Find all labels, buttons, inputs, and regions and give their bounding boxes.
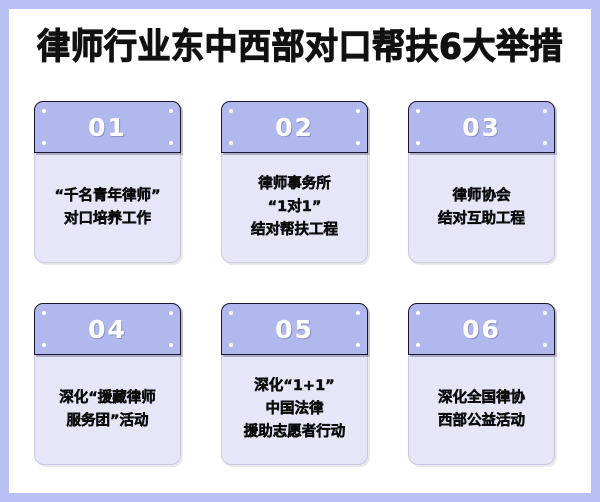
screw-dot-icon bbox=[229, 343, 233, 347]
measures-grid: 01 “千名青年律师” 对口培养工作 02 律师事务所 “1 bbox=[34, 101, 566, 465]
card-text-line: 援助志愿者行动 bbox=[243, 424, 346, 441]
screw-dot-icon bbox=[169, 109, 173, 113]
screw-dot-icon bbox=[416, 343, 420, 347]
screw-dot-icon bbox=[229, 311, 233, 315]
screw-dot-icon bbox=[356, 109, 360, 113]
card-text-line: 深化全国律协 bbox=[438, 389, 526, 406]
card-text-line: 服务团”活动 bbox=[66, 412, 149, 429]
card-text-line: 律师事务所 bbox=[258, 176, 331, 193]
card-header-02: 02 bbox=[221, 101, 368, 153]
card-body-05: 深化“1+1” 中国法律 援助志愿者行动 bbox=[221, 355, 368, 465]
card-text-line: “1对1” bbox=[267, 199, 322, 216]
screw-dot-icon bbox=[356, 343, 360, 347]
card-header-06: 06 bbox=[408, 303, 555, 355]
screw-dot-icon bbox=[42, 343, 46, 347]
card-text-line: “千名青年律师” bbox=[54, 187, 161, 204]
card-text-line: 深化“援藏律师 bbox=[59, 389, 156, 406]
poster-canvas: 律师行业东中西部对口帮扶6大举措 01 “千名青年律师” 对口培养工作 bbox=[9, 9, 591, 493]
card-header-01: 01 bbox=[34, 101, 181, 153]
screw-dot-icon bbox=[42, 109, 46, 113]
screw-dot-icon bbox=[416, 311, 420, 315]
card-body-03: 律师协会 结对互助工程 bbox=[408, 153, 555, 263]
card-body-01: “千名青年律师” 对口培养工作 bbox=[34, 153, 181, 263]
card-body-02: 律师事务所 “1对1” 结对帮扶工程 bbox=[221, 153, 368, 263]
screw-dot-icon bbox=[543, 343, 547, 347]
card-header-05: 05 bbox=[221, 303, 368, 355]
card-number-04: 04 bbox=[88, 314, 127, 344]
card-number-01: 01 bbox=[88, 112, 127, 142]
screw-dot-icon bbox=[416, 141, 420, 145]
card-text-line: 对口培养工作 bbox=[64, 210, 152, 227]
card-text-line: 中国法律 bbox=[265, 401, 324, 418]
screw-dot-icon bbox=[169, 311, 173, 315]
screw-dot-icon bbox=[42, 141, 46, 145]
measure-card-04[interactable]: 04 深化“援藏律师 服务团”活动 bbox=[34, 303, 181, 465]
card-header-04: 04 bbox=[34, 303, 181, 355]
screw-dot-icon bbox=[543, 311, 547, 315]
title-container: 律师行业东中西部对口帮扶6大举措 bbox=[9, 25, 591, 68]
card-text-line: 深化“1+1” bbox=[254, 378, 335, 395]
screw-dot-icon bbox=[169, 343, 173, 347]
screw-dot-icon bbox=[356, 141, 360, 145]
card-text-line: 西部公益活动 bbox=[438, 412, 526, 429]
measure-card-05[interactable]: 05 深化“1+1” 中国法律 援助志愿者行动 bbox=[221, 303, 368, 465]
screw-dot-icon bbox=[229, 109, 233, 113]
card-header-03: 03 bbox=[408, 101, 555, 153]
card-number-06: 06 bbox=[462, 314, 501, 344]
card-text-line: 结对帮扶工程 bbox=[251, 222, 339, 239]
card-number-05: 05 bbox=[275, 314, 314, 344]
measure-card-01[interactable]: 01 “千名青年律师” 对口培养工作 bbox=[34, 101, 181, 263]
screw-dot-icon bbox=[42, 311, 46, 315]
screw-dot-icon bbox=[356, 311, 360, 315]
screw-dot-icon bbox=[416, 109, 420, 113]
page-title: 律师行业东中西部对口帮扶6大举措 bbox=[36, 25, 563, 68]
card-body-06: 深化全国律协 西部公益活动 bbox=[408, 355, 555, 465]
screw-dot-icon bbox=[169, 141, 173, 145]
screw-dot-icon bbox=[229, 141, 233, 145]
card-text-line: 律师协会 bbox=[452, 187, 511, 204]
card-body-04: 深化“援藏律师 服务团”活动 bbox=[34, 355, 181, 465]
screw-dot-icon bbox=[543, 141, 547, 145]
measure-card-06[interactable]: 06 深化全国律协 西部公益活动 bbox=[408, 303, 555, 465]
card-text-line: 结对互助工程 bbox=[438, 210, 526, 227]
measure-card-03[interactable]: 03 律师协会 结对互助工程 bbox=[408, 101, 555, 263]
screw-dot-icon bbox=[543, 109, 547, 113]
card-number-02: 02 bbox=[275, 112, 314, 142]
card-number-03: 03 bbox=[462, 112, 501, 142]
measure-card-02[interactable]: 02 律师事务所 “1对1” 结对帮扶工程 bbox=[221, 101, 368, 263]
